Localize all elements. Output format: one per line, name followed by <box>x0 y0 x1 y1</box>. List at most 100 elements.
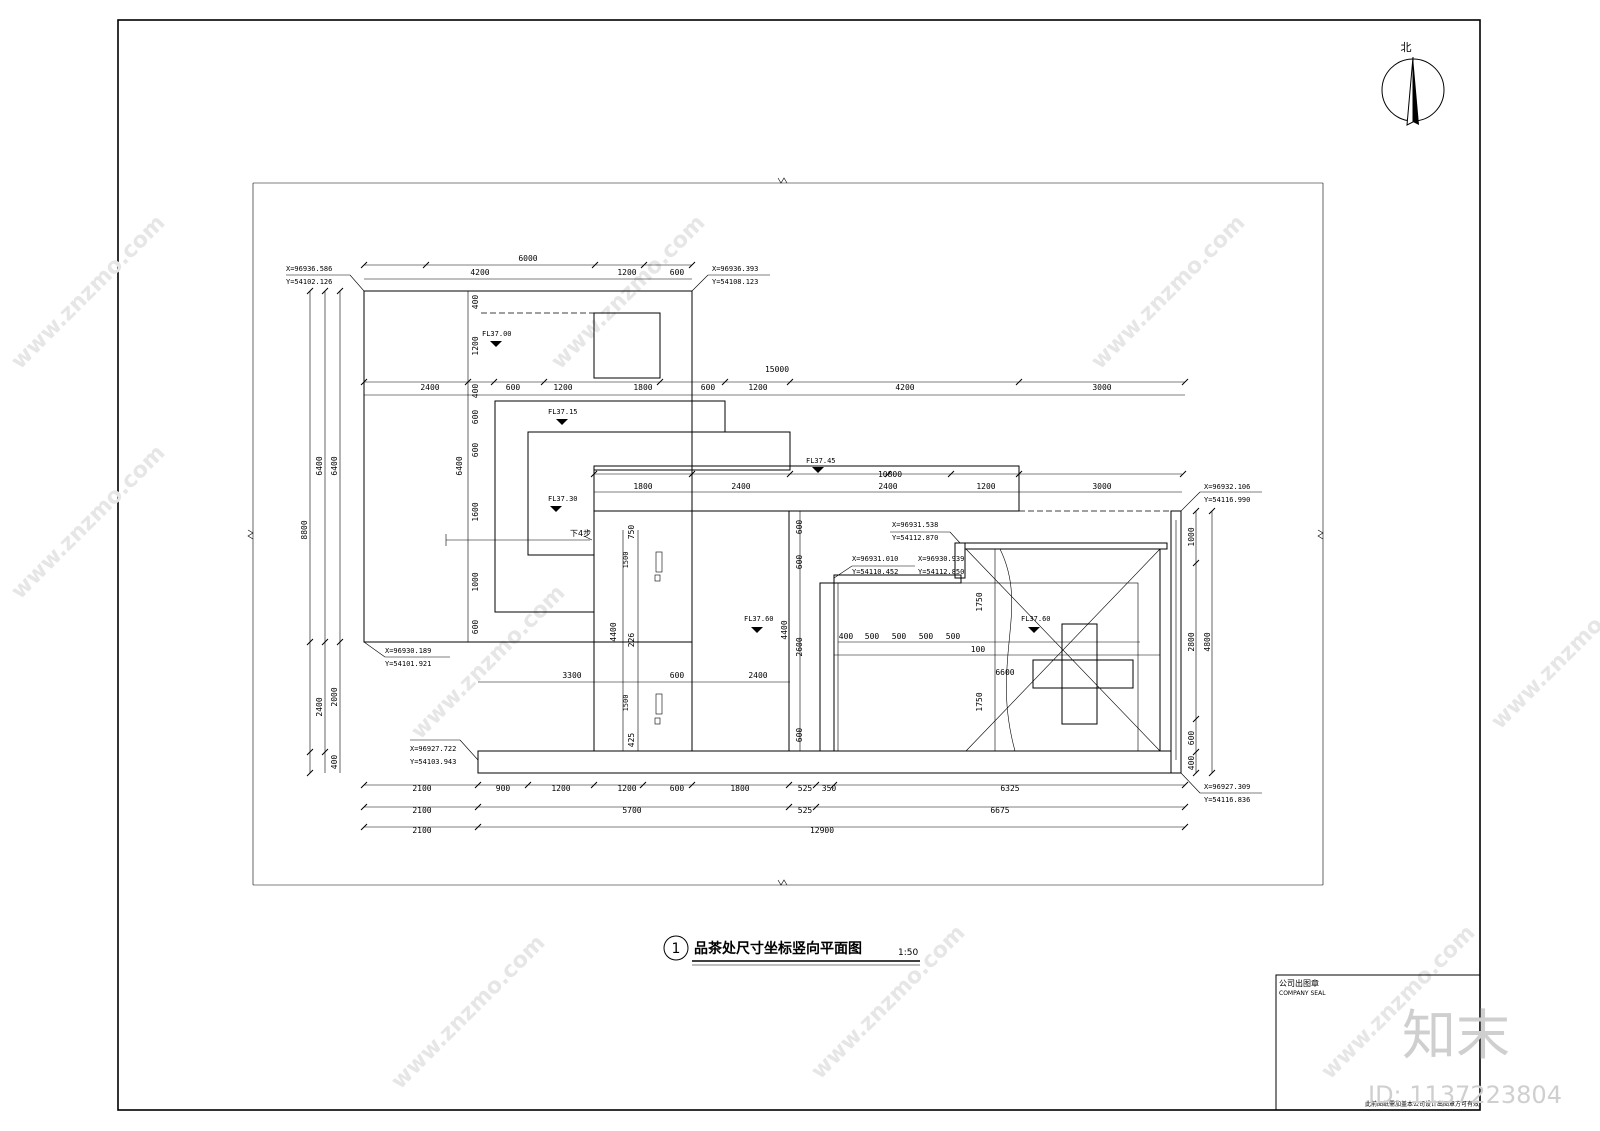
dim-mid-7: 4200 <box>895 383 914 392</box>
level-label: FL37.60 <box>1021 615 1051 623</box>
dim-left-6400b: 6400 <box>330 456 339 475</box>
dim-right-2800: 2800 <box>1187 632 1196 651</box>
dim-b1-9: 6325 <box>1000 784 1019 793</box>
watermark-text: www.znzmo.com <box>1487 570 1600 734</box>
seal-title-cn: 公司出图章 <box>1279 978 1319 988</box>
level-label: FL37.45 <box>806 457 836 465</box>
dim-grid-500d: 500 <box>946 632 961 641</box>
coord-c6-x: X=96927.309 <box>1204 783 1250 791</box>
dim-in-7: 1000 <box>471 572 480 591</box>
watermark-brand: 知末 <box>1402 1004 1510 1067</box>
dim-in-6: 1600 <box>471 502 480 521</box>
dim-b1-5: 600 <box>670 784 685 793</box>
dim-b1-8: 350 <box>822 784 837 793</box>
north-label: 北 <box>1401 41 1412 54</box>
dim-r-6600: 6600 <box>995 668 1014 677</box>
coord-c5-x: X=96932.106 <box>1204 483 1250 491</box>
dim-c-425: 425 <box>627 733 636 748</box>
coord-c4-y: Y=54103.943 <box>410 758 456 766</box>
watermark-text: www.znzmo.com <box>1087 210 1251 374</box>
dim-grid-100: 100 <box>971 645 986 654</box>
title-text: 品茶处尺寸坐标竖向平面图 <box>694 940 862 957</box>
dim-mid-8: 3000 <box>1092 383 1111 392</box>
dim-mid-4: 1800 <box>633 383 652 392</box>
dim-grid-500c: 500 <box>919 632 934 641</box>
sheet-frame <box>117 19 1481 1111</box>
watermark-text: www.znzmo.com <box>7 440 171 604</box>
dim-mid-total: 15000 <box>765 365 789 374</box>
dim-top-b: 1200 <box>617 268 636 277</box>
dim-in-1: 400 <box>471 295 480 310</box>
dim-r-2600: 2600 <box>795 637 804 656</box>
dim-top-a: 4200 <box>470 268 489 277</box>
dim-c-4400a: 4400 <box>609 622 618 641</box>
coord-c8-x: X=96931.010 <box>852 555 898 563</box>
dim-b2-4: 6675 <box>990 806 1009 815</box>
north-arrow: 北 <box>1381 41 1445 126</box>
level-label: FL37.30 <box>548 495 578 503</box>
coord-c5-y: Y=54116.990 <box>1204 496 1250 504</box>
dim-c-4400b: 4400 <box>780 620 789 639</box>
dim-c-2400: 2400 <box>748 671 767 680</box>
dim-b1-4: 1200 <box>617 784 636 793</box>
dim-c-750: 750 <box>627 525 636 540</box>
dim-grid-500a: 500 <box>865 632 880 641</box>
coord-c9-x: X=96930.939 <box>918 555 964 563</box>
coord-c1-x: X=96936.586 <box>286 265 332 273</box>
level-markers <box>490 341 1040 633</box>
plan-break-frame <box>247 177 1324 886</box>
coordinate-leaders <box>286 274 1262 794</box>
coord-c1-y: Y=54102.126 <box>286 278 332 286</box>
level-label: FL37.15 <box>548 408 578 416</box>
dim-b2-3: 525 <box>798 806 813 815</box>
company-seal-box: 公司出图章 COMPANY SEAL 此前图纸需加盖本公司设计出图章方可有效 <box>1275 974 1481 1111</box>
dim-c-226: 226 <box>627 633 636 648</box>
dim-b2-1: 2100 <box>412 806 431 815</box>
coord-c4-x: X=96927.722 <box>410 745 456 753</box>
drawing-title: 1 品茶处尺寸坐标竖向平面图 1:50 <box>663 935 920 966</box>
dim-right-600: 600 <box>1187 731 1196 746</box>
dim-b2-2: 5700 <box>622 806 641 815</box>
watermark-text: www.znzmo.com <box>547 210 711 374</box>
dim-mid-1: 2400 <box>420 383 439 392</box>
dim-right-400: 400 <box>1187 756 1196 771</box>
dimension-ticks <box>306 261 1216 831</box>
dim-left-2400: 2400 <box>315 697 324 716</box>
dim-r-1750a: 1750 <box>975 592 984 611</box>
dim-b1-3: 1200 <box>551 784 570 793</box>
watermark-id: ID: 1137223804 <box>1368 1081 1562 1109</box>
dim-in-5: 600 <box>471 443 480 458</box>
plan-geometry <box>363 290 1182 774</box>
coord-c8-y: Y=54110.452 <box>852 568 898 576</box>
dim-top-c: 600 <box>670 268 685 277</box>
dim-t-1: 1800 <box>633 482 652 491</box>
dim-t-total: 10800 <box>878 470 902 479</box>
coord-c7-x: X=96931.538 <box>892 521 938 529</box>
dim-in-3: 400 <box>471 384 480 399</box>
dim-in-8: 600 <box>471 620 480 635</box>
dim-c-1500a: 1500 <box>622 552 630 569</box>
dim-t-4: 1200 <box>976 482 995 491</box>
dim-b1-6: 1800 <box>730 784 749 793</box>
dim-r-600b: 600 <box>795 555 804 570</box>
dim-left-2000: 2000 <box>330 687 339 706</box>
coord-c3-y: Y=54101.921 <box>385 660 431 668</box>
dim-mid-3: 1200 <box>553 383 572 392</box>
seal-note: 此前图纸需加盖本公司设计出图章方可有效 <box>1365 1100 1479 1108</box>
dim-c-600: 600 <box>670 671 685 680</box>
watermark-text: www.znzmo.com <box>7 210 171 374</box>
dim-c-3300: 3300 <box>562 671 581 680</box>
dim-t-2: 2400 <box>731 482 750 491</box>
dim-right-4800: 4800 <box>1203 632 1212 651</box>
dim-r-600a: 600 <box>795 520 804 535</box>
dim-in-4: 600 <box>471 410 480 425</box>
dim-b1-2: 900 <box>496 784 511 793</box>
level-label: FL37.60 <box>744 615 774 623</box>
coord-c9-y: Y=54112.850 <box>918 568 964 576</box>
dim-grid-500b: 500 <box>892 632 907 641</box>
dim-b3-2: 12900 <box>810 826 834 835</box>
level-label: FL37.00 <box>482 330 512 338</box>
dim-top-total: 6000 <box>518 254 537 263</box>
dim-in-2: 1200 <box>471 336 480 355</box>
